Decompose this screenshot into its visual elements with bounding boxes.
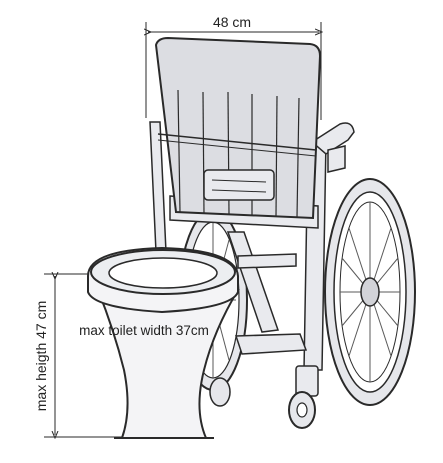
- backrest-strap-2: [157, 139, 317, 157]
- castor-wheel: [288, 365, 319, 429]
- left-castor: [209, 377, 231, 407]
- handle-block: [327, 145, 346, 173]
- armrest: [310, 122, 355, 155]
- seat-latch: [203, 169, 275, 201]
- toilet: [87, 246, 240, 439]
- toilet-width-label: max toilet width 37cm: [79, 323, 209, 338]
- backrest-strap: [157, 133, 317, 151]
- crossbar: [237, 253, 297, 269]
- toilet-opening: [108, 257, 218, 289]
- left-upright: [149, 121, 167, 253]
- width-dimension: 48 cm: [146, 14, 321, 120]
- rear-wheel: [324, 178, 416, 406]
- backrest-ribs: [177, 89, 300, 218]
- backrest: [154, 36, 322, 220]
- footplate: [234, 333, 308, 355]
- wheel-hub: [360, 277, 380, 307]
- width-label: 48 cm: [213, 14, 251, 30]
- height-label: max heigth 47 cm: [33, 301, 49, 412]
